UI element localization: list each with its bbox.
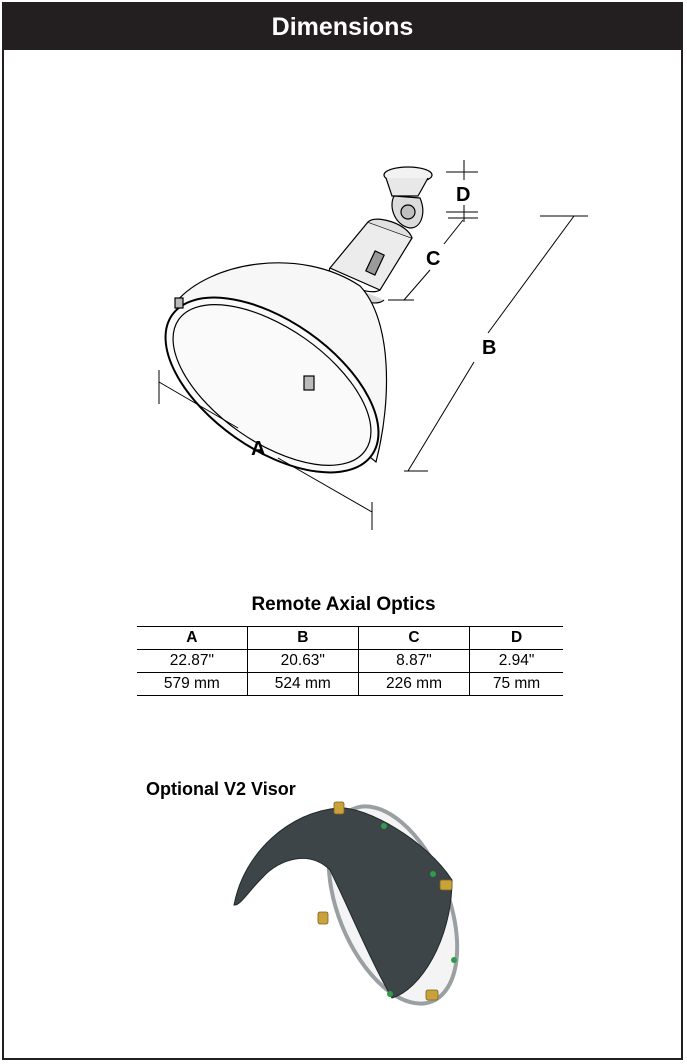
table-header-row: A B C D	[137, 626, 563, 650]
dimension-lines	[158, 160, 588, 530]
dimension-line-c	[443, 219, 464, 245]
table-cell: 579 mm	[137, 672, 248, 696]
label-b: B	[482, 337, 496, 359]
visor-screws	[381, 823, 457, 997]
table-row: 22.87" 20.63" 8.87" 2.94"	[137, 649, 563, 673]
page-header: Dimensions	[4, 4, 681, 50]
lens-rim	[164, 296, 380, 474]
visor-fittings	[317, 801, 453, 1001]
column-header: C	[357, 626, 470, 650]
visor-shield	[233, 807, 453, 999]
table-cell: 8.87"	[357, 649, 470, 673]
label-c: C	[426, 248, 440, 270]
rim-latch	[303, 375, 315, 391]
visor-illustration	[233, 801, 460, 1006]
label-d: D	[456, 184, 470, 206]
column-header: B	[246, 626, 359, 650]
luminaire-illustration	[164, 166, 433, 474]
table-cell: 22.87"	[137, 649, 248, 673]
dimension-line-a	[158, 381, 239, 429]
dimensions-table: A B C D 22.87" 20.63" 8.87" 2.94" 579 mm…	[137, 626, 563, 696]
column-header: D	[469, 626, 563, 650]
table-cell: 20.63"	[246, 649, 359, 673]
table-row: 579 mm 524 mm 226 mm 75 mm	[137, 672, 563, 696]
visor-title: Optional V2 Visor	[146, 779, 296, 799]
table-cell: 226 mm	[357, 672, 470, 696]
table-cell: 524 mm	[246, 672, 359, 696]
table-title: Remote Axial Optics	[251, 594, 436, 615]
table-cell: 2.94"	[469, 649, 563, 673]
label-a: A	[251, 438, 265, 460]
column-header: A	[137, 626, 248, 650]
table-cell: 75 mm	[469, 672, 563, 696]
dimension-line-b	[487, 215, 575, 334]
